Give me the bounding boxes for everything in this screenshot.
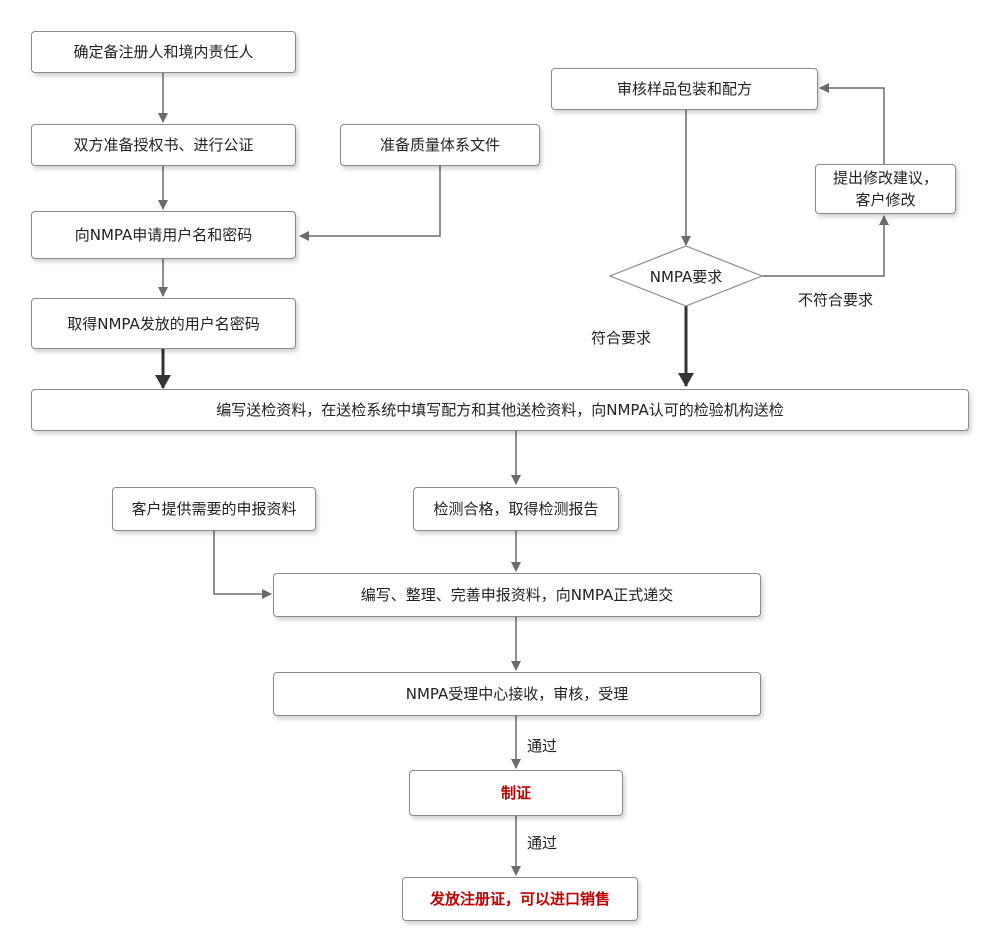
edge-label-pass-2-text: 通过 <box>527 834 558 852</box>
edge-label-pass-1-text: 通过 <box>527 737 558 755</box>
edge-label-pass-1: 通过 <box>527 735 557 756</box>
node-obtain-username-text: 取得NMPA发放的用户名密码 <box>67 314 260 333</box>
node-apply-username-text: 向NMPA申请用户名和密码 <box>74 226 253 244</box>
node-prepare-quality-docs-text: 准备质量体系文件 <box>379 136 500 154</box>
node-customer-provide-text: 客户提供需要的申报资料 <box>131 500 297 518</box>
edge-label-pass-2: 通过 <box>527 832 557 853</box>
node-test-pass: 检测合格，取得检测报告 <box>413 487 619 531</box>
node-suggest-modify: 提出修改建议， 客户修改 <box>815 164 956 214</box>
node-issue-certificate-text: 发放注册证，可以进口销售 <box>429 890 610 908</box>
node-determine-registrant-text: 确定备注册人和境内责任人 <box>73 43 254 61</box>
node-make-certificate: 制证 <box>409 770 623 816</box>
node-compile-submit: 编写、整理、完善申报资料，向NMPA正式递交 <box>273 573 761 617</box>
edge-label-not-compliant: 不符合要求 <box>798 289 873 310</box>
edge-label-not-compliant-text: 不符合要求 <box>798 291 874 309</box>
node-review-packaging: 审核样品包装和配方 <box>551 68 818 110</box>
node-review-packaging-text: 审核样品包装和配方 <box>616 80 752 98</box>
node-prepare-quality-docs: 准备质量体系文件 <box>340 124 540 166</box>
edge-label-compliant-text: 符合要求 <box>591 329 652 347</box>
edge-label-compliant: 符合要求 <box>591 327 651 348</box>
node-apply-username: 向NMPA申请用户名和密码 <box>31 211 296 259</box>
node-write-test-materials-text: 编写送检资料，在送检系统中填写配方和其他送检资料，向NMPA认可的检验机构送检 <box>216 401 784 419</box>
node-nmpa-accept-text: NMPA受理中心接收，审核，受理 <box>405 685 629 703</box>
node-prepare-authorization-text: 双方准备授权书、进行公证 <box>73 136 254 154</box>
node-make-certificate-text: 制证 <box>500 784 531 802</box>
node-nmpa-accept: NMPA受理中心接收，审核，受理 <box>273 672 761 716</box>
node-nmpa-requirement-text: NMPA要求 <box>649 268 723 286</box>
node-obtain-username: 取得NMPA发放的用户名密码 <box>31 298 296 349</box>
node-write-test-materials: 编写送检资料，在送检系统中填写配方和其他送检资料，向NMPA认可的检验机构送检 <box>31 389 969 431</box>
edge-customer-to-compile <box>213 531 272 599</box>
node-compile-submit-text: 编写、整理、完善申报资料，向NMPA正式递交 <box>360 586 674 604</box>
node-suggest-modify-line2: 客户修改 <box>855 191 916 209</box>
edge-suggest-to-review <box>819 83 885 164</box>
edge-requirement-to-suggest <box>762 215 889 277</box>
node-nmpa-requirement: NMPA要求 <box>626 266 746 287</box>
node-issue-certificate: 发放注册证，可以进口销售 <box>402 877 638 921</box>
node-determine-registrant: 确定备注册人和境内责任人 <box>31 31 296 73</box>
node-customer-provide: 客户提供需要的申报资料 <box>112 487 316 531</box>
node-test-pass-text: 检测合格，取得检测报告 <box>433 500 599 518</box>
node-prepare-authorization: 双方准备授权书、进行公证 <box>31 124 296 166</box>
edge-quality-to-apply <box>299 166 441 241</box>
node-suggest-modify-line1: 提出修改建议， <box>832 169 938 187</box>
decision-diamond <box>608 245 764 307</box>
